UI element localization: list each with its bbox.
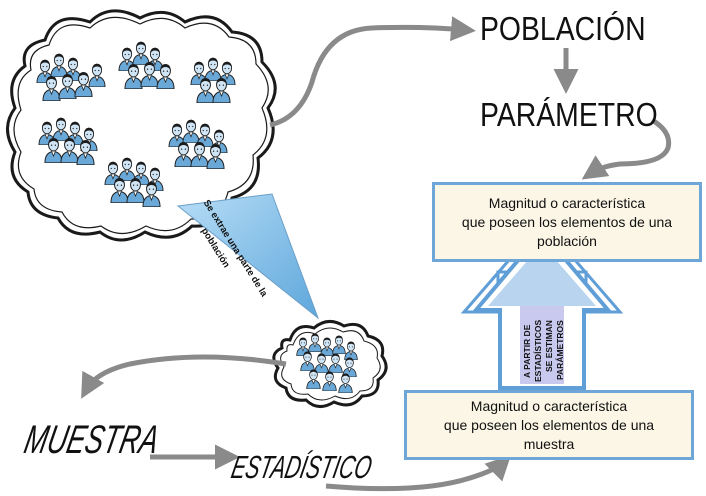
estadistico-definition-box: Magnitud o característica que poseen los… [404, 390, 694, 460]
parametro-label: PARÁMETRO [480, 96, 658, 133]
muestra-label: MUESTRA [20, 418, 163, 462]
arrow-estadistico-to-box [325, 454, 512, 492]
estimation-up-arrow-inner [520, 296, 564, 384]
extraction-triangle [176, 193, 320, 320]
up-arrow-caption-4: PARÁMETROS [555, 320, 565, 380]
poblacion-label: POBLACIÓN [480, 10, 646, 47]
estadistico-label: ESTADÍSTICO [228, 449, 376, 485]
estadistico-definition-line-2: que poseen los elementos de una [443, 416, 655, 433]
sample-cloud [272, 320, 388, 408]
arrow-to-poblacion [269, 16, 476, 128]
estimation-up-arrow-head [488, 244, 596, 306]
parametro-definition-line-1: Magnitud o característica [488, 194, 646, 211]
parametro-definition-box: Magnitud o característica que poseen los… [432, 182, 702, 262]
arrow-parametro-to-box [581, 117, 672, 180]
up-arrow-caption-3: SE ESTIMAN [544, 320, 554, 372]
up-arrow-caption-1: A PARTIR DE [522, 324, 532, 378]
estadistico-definition-line-3: muestra [523, 435, 575, 452]
up-arrow-caption-2: ESTADÍSTICOS [533, 319, 543, 382]
arrow-sample-to-muestra [81, 354, 287, 399]
estadistico-definition-line-1: Magnitud o característica [470, 397, 628, 414]
parametro-definition-line-3: población [537, 232, 597, 249]
parametro-definition-line-2: que poseen los elementos de una [461, 213, 673, 230]
